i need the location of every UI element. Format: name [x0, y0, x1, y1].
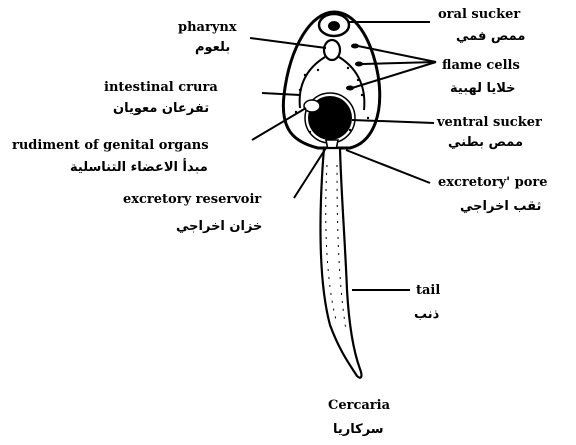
oral-sucker-label-arabic: ممص فمي [456, 29, 525, 45]
excretory-reservoir-label: excretory reservoir [123, 192, 261, 207]
genital-rudiment-label-arabic: مبدأ الاعضاء التناسلية [70, 160, 208, 176]
excretory-reservoir-label-arabic: خزان اخراجي [176, 219, 262, 235]
diagram-caption-arabic: سركاريا [333, 422, 384, 438]
intestinal-crura-label: intestinal crura [104, 80, 218, 95]
diagram-caption: Cercaria [328, 398, 390, 413]
tail-label: tail [416, 283, 440, 298]
excretory-pore-label: excretory' pore [438, 175, 548, 190]
pharynx-label: pharynx [178, 20, 237, 35]
tail-label-arabic: ذنب [414, 307, 439, 323]
intestinal-crura-label-arabic: تفرعان معويان [113, 101, 209, 117]
pharynx [324, 40, 340, 60]
flame-cells-label-arabic: خلايا لهبية [450, 81, 516, 97]
oral-sucker-label: oral sucker [438, 7, 520, 22]
ventral-sucker-label: ventral sucker [437, 115, 542, 130]
excretory-pore-label-arabic: ثقب اخراجي [460, 199, 541, 215]
flame-cells-label: flame cells [442, 58, 520, 73]
genital-rudiment [304, 100, 320, 112]
genital-rudiment-label: rudiment of genital organs [12, 138, 209, 153]
pharynx-label-arabic: بلعوم [195, 40, 230, 56]
ventral-sucker-label-arabic: ممص بطني [448, 135, 523, 151]
